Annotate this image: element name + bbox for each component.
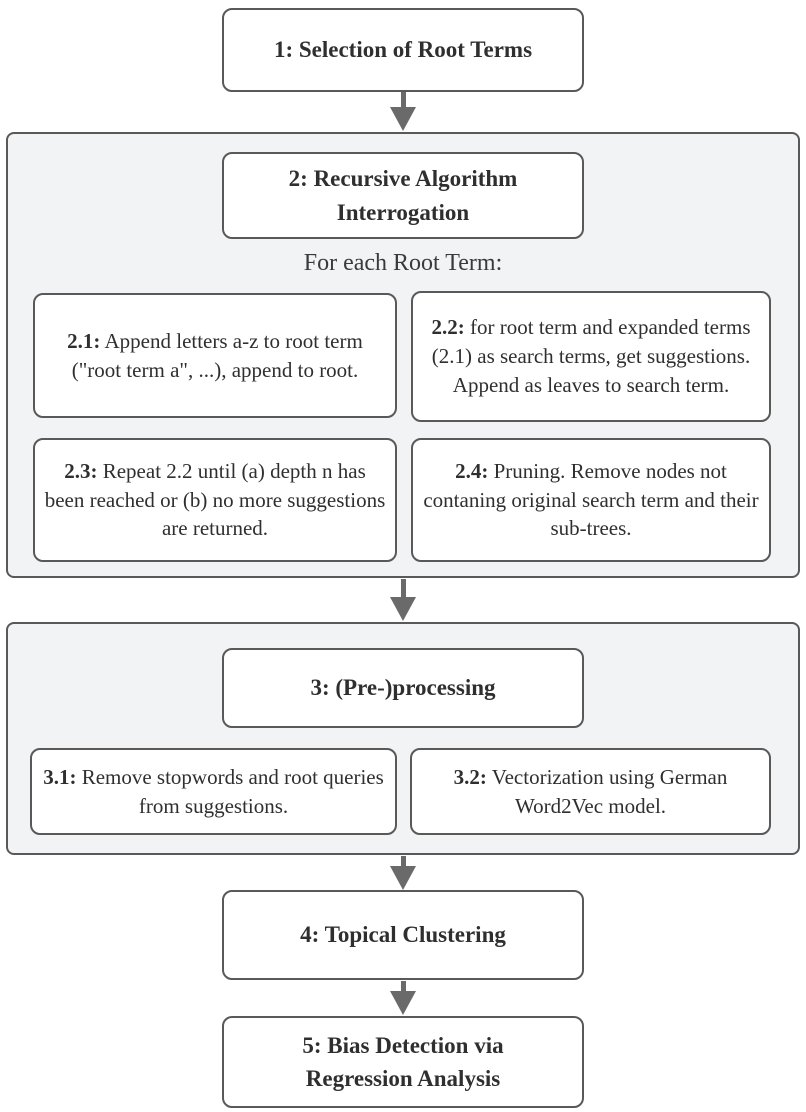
substep-2-3-id: 2.3: [64,458,98,483]
substep-3-1-text: 3.1: Remove stopwords and root queries f… [43,764,384,818]
step3-title-box: 3: (Pre-)processing [222,648,584,728]
step4-label: 4: Topical Clustering [300,922,506,948]
arrow-head-icon [390,107,416,131]
substep-3-2-text: 3.2: Vectorization using German Word2Vec… [453,764,728,818]
arrow-head-icon [390,866,416,890]
substep-3-2-box: 3.2: Vectorization using German Word2Vec… [410,748,771,835]
step5-label: 5: Bias Detection via Regression Analysi… [302,1032,504,1091]
substep-2-2-text: 2.2: for root term and expanded terms (2… [431,315,751,397]
arrow-stem [400,981,406,991]
step4-box: 4: Topical Clustering [222,890,584,980]
arrow-head-icon [390,991,416,1015]
arrow-head-icon [390,597,416,621]
substep-2-4-box: 2.4: Pruning. Remove nodes not contaning… [411,438,771,562]
arrow-step3-to-step4 [390,856,416,890]
arrow-step2-to-step3 [390,579,416,621]
substep-2-2-box: 2.2: for root term and expanded terms (2… [411,291,771,422]
step2-subtitle: For each Root Term: [303,250,503,276]
arrow-stem [400,579,406,597]
step3-title: 3: (Pre-)processing [310,675,496,701]
arrow-stem [400,92,406,107]
step1-box: 1: Selection of Root Terms [222,8,584,92]
substep-3-2-id: 3.2: [453,764,487,789]
step2-title-box: 2: Recursive Algorithm Interrogation [222,152,584,239]
step1-label: 1: Selection of Root Terms [273,37,533,63]
substep-2-1-id: 2.1: [67,328,101,353]
step5-box: 5: Bias Detection via Regression Analysi… [222,1016,584,1108]
arrow-stem [400,856,406,866]
substep-2-2-id: 2.2: [431,315,465,340]
substep-2-1-box: 2.1: Append letters a-z to root term ("r… [33,293,397,418]
substep-2-4-id: 2.4: [455,458,489,483]
substep-2-3-text: 2.3: Repeat 2.2 until (a) depth n has be… [44,458,386,541]
substep-2-4-text: 2.4: Pruning. Remove nodes not contaning… [423,458,759,541]
substep-2-3-box: 2.3: Repeat 2.2 until (a) depth n has be… [33,438,397,562]
arrow-step1-to-step2 [390,92,416,131]
substep-3-1-id: 3.1: [43,764,77,789]
substep-3-1-box: 3.1: Remove stopwords and root queries f… [30,748,397,835]
substep-2-1-text: 2.1: Append letters a-z to root term ("r… [67,328,363,382]
step2-title: 2: Recursive Algorithm Interrogation [288,166,518,225]
arrow-step4-to-step5 [390,981,416,1015]
